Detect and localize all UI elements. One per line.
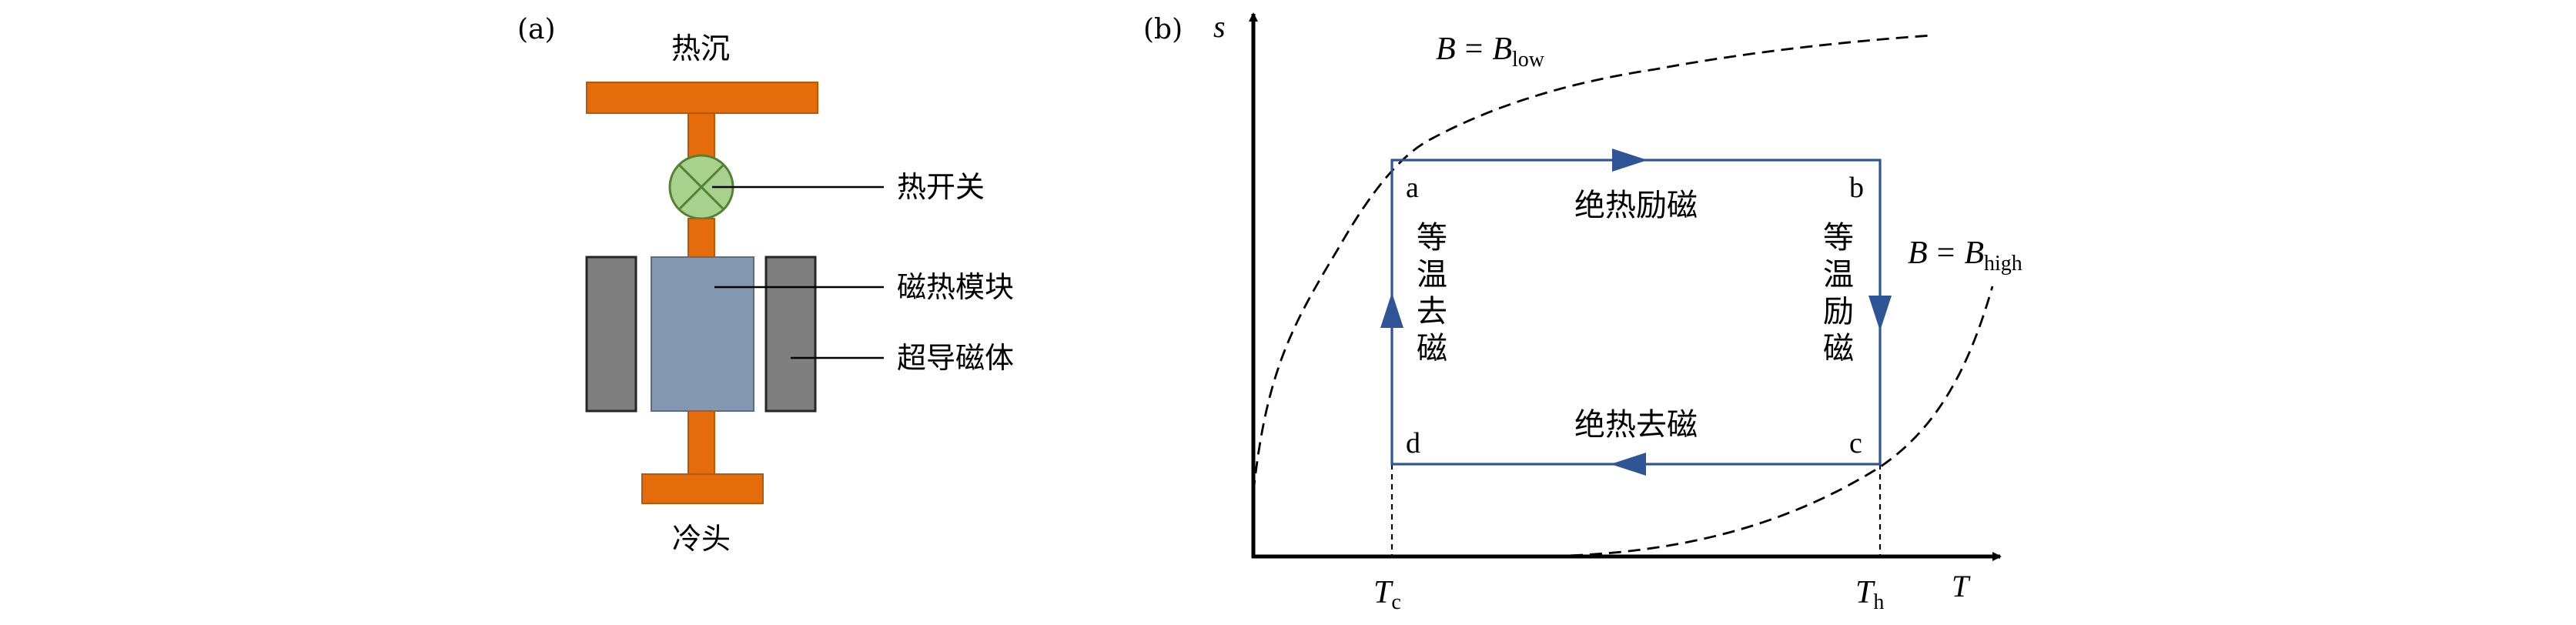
curve-b-high bbox=[1531, 286, 1994, 558]
curve-b-high-var: B bbox=[1964, 236, 1984, 271]
curve-b-low-var: B bbox=[1492, 32, 1512, 67]
process-bc-char-4: 磁 bbox=[1823, 331, 1854, 366]
process-da-char-2: 温 bbox=[1417, 257, 1447, 292]
lower-copper-rod bbox=[687, 410, 715, 475]
curve-b-high-label: B = Bhigh bbox=[1908, 236, 2022, 276]
panel-a: (a) 热沉 热开关 磁热模块 超导磁体 冷头 bbox=[517, 14, 1014, 556]
panel-b-label: (b) bbox=[1143, 14, 1183, 45]
curve-b-low bbox=[1252, 34, 1933, 493]
heat-switch-cross-2 bbox=[677, 163, 725, 211]
process-bc-label: 等 温 励 磁 bbox=[1823, 220, 1854, 366]
y-axis-label: s bbox=[1213, 9, 1226, 44]
heat-sink-plate bbox=[586, 82, 818, 114]
arrow-a-to-b bbox=[1612, 149, 1648, 172]
process-ab-label: 绝热励磁 bbox=[1574, 188, 1698, 223]
magnet-right bbox=[764, 256, 817, 413]
th-label: Th bbox=[1855, 575, 1884, 614]
curve-b-low-lhs: B bbox=[1436, 32, 1456, 67]
process-da-char-4: 磁 bbox=[1417, 331, 1447, 366]
th-main: T bbox=[1855, 575, 1875, 610]
process-bc-char-2: 温 bbox=[1823, 257, 1854, 292]
corner-a: a bbox=[1406, 172, 1419, 204]
curve-b-high-lhs: B bbox=[1908, 236, 1928, 271]
panel-a-label: (a) bbox=[517, 14, 556, 45]
curve-b-high-sub: high bbox=[1984, 252, 2022, 276]
process-bc-char-1: 等 bbox=[1823, 220, 1854, 256]
curve-b-low-label: B=Blow bbox=[1436, 32, 1545, 72]
cold-head-plate bbox=[641, 473, 764, 504]
process-cd-label: 绝热去磁 bbox=[1574, 407, 1698, 443]
magnet-left bbox=[585, 256, 637, 413]
heat-switch-label: 热开关 bbox=[897, 170, 985, 204]
arrow-d-to-a bbox=[1380, 292, 1403, 328]
th-sub: h bbox=[1873, 590, 1884, 614]
x-axis-label: T bbox=[1952, 569, 1971, 603]
corner-d: d bbox=[1406, 427, 1420, 460]
process-da-char-3: 去 bbox=[1417, 294, 1447, 329]
upper-copper-rod bbox=[687, 112, 715, 160]
heat-sink-label: 热沉 bbox=[671, 32, 730, 65]
tc-label: Tc bbox=[1373, 575, 1401, 614]
cold-head-label: 冷头 bbox=[672, 522, 731, 556]
curve-b-low-sub: low bbox=[1512, 48, 1545, 72]
process-da-char-1: 等 bbox=[1417, 220, 1447, 256]
magnet-label: 超导磁体 bbox=[897, 341, 1014, 375]
corner-c: c bbox=[1849, 427, 1862, 460]
tc-main: T bbox=[1373, 575, 1393, 610]
arrow-c-to-d bbox=[1611, 453, 1646, 476]
process-da-label: 等 温 去 磁 bbox=[1417, 220, 1447, 366]
curve-b-high-eq: = bbox=[1937, 236, 1955, 271]
middle-copper-rod bbox=[687, 218, 715, 258]
curve-b-low-eq: = bbox=[1465, 32, 1484, 67]
magnetocaloric-module bbox=[651, 256, 754, 412]
arrow-b-to-c bbox=[1868, 296, 1892, 331]
module-label: 磁热模块 bbox=[897, 270, 1014, 304]
panel-b: (b) s T B=Blow B=Bhigh Tc Th bbox=[1143, 9, 2022, 614]
corner-b: b bbox=[1849, 172, 1864, 204]
process-bc-char-3: 励 bbox=[1823, 294, 1854, 329]
tc-sub: c bbox=[1391, 590, 1400, 614]
